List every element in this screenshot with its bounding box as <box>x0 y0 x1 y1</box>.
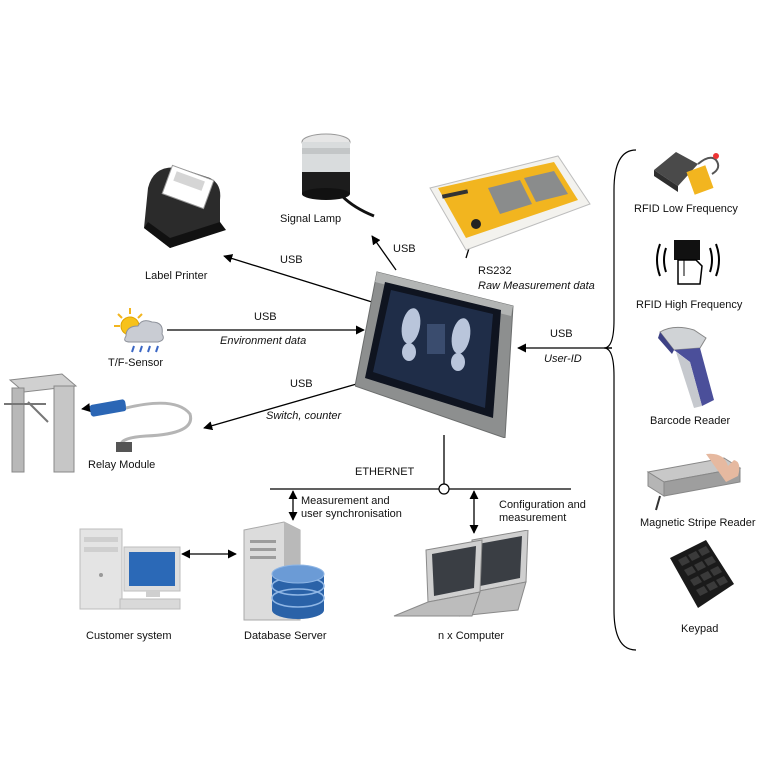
relay-module-icon <box>86 390 198 456</box>
user-id-label: User-ID <box>544 353 582 365</box>
measurement-plate-icon <box>428 154 592 254</box>
keypad-icon <box>668 538 736 610</box>
measurement-sync-label-2: user synchronisation <box>301 508 402 520</box>
rfid-low-label: RFID Low Frequency <box>634 203 738 215</box>
magnetic-stripe-reader-icon <box>644 452 744 512</box>
keypad-label: Keypad <box>681 623 719 635</box>
relay-module-label: Relay Module <box>88 459 156 471</box>
usb-printer-label: USB <box>280 254 303 266</box>
usb-lamp-label: USB <box>393 243 416 255</box>
label-printer-label: Label Printer <box>145 270 208 282</box>
barcode-reader-icon <box>654 324 720 410</box>
rfid-high-frequency-icon <box>652 236 724 288</box>
tf-sensor-label: T/F-Sensor <box>108 357 164 369</box>
input-devices-bracket <box>603 149 637 651</box>
label-printer-icon <box>140 160 236 260</box>
switch-counter-label: Switch, counter <box>266 410 342 422</box>
customer-system-icon <box>76 527 184 613</box>
raw-data-label: Raw Measurement data <box>478 280 595 292</box>
config-label-1: Configuration and <box>499 499 586 511</box>
measurement-sync-label-1: Measurement and <box>301 495 390 507</box>
usb-sensor-label: USB <box>254 311 277 323</box>
computers-label: n x Computer <box>438 630 505 642</box>
database-server-label: Database Server <box>244 630 327 642</box>
magnetic-stripe-label: Magnetic Stripe Reader <box>640 517 756 529</box>
weather-sensor-icon <box>112 306 168 354</box>
usb-user-label: USB <box>550 328 573 340</box>
line-label-printer <box>223 254 373 303</box>
barcode-reader-label: Barcode Reader <box>650 415 731 427</box>
laptops-icon <box>390 529 530 618</box>
ethernet-label: ETHERNET <box>355 466 415 478</box>
config-label-2: measurement <box>499 512 567 524</box>
environment-data-label: Environment data <box>220 335 307 347</box>
usb-relay-label: USB <box>290 378 313 390</box>
signal-lamp-icon <box>298 128 378 222</box>
signal-lamp-label: Signal Lamp <box>280 213 342 225</box>
rs232-label: RS232 <box>478 265 512 277</box>
line-signal-lamp <box>371 235 397 271</box>
turnstile-icon <box>4 372 78 476</box>
database-server-icon <box>238 520 330 622</box>
rfid-low-frequency-icon <box>650 146 726 196</box>
rfid-high-label: RFID High Frequency <box>636 299 743 311</box>
line-relay <box>203 382 361 431</box>
ethernet-node <box>438 483 450 495</box>
touch-panel-terminal <box>354 268 515 439</box>
customer-system-label: Customer system <box>86 630 172 642</box>
